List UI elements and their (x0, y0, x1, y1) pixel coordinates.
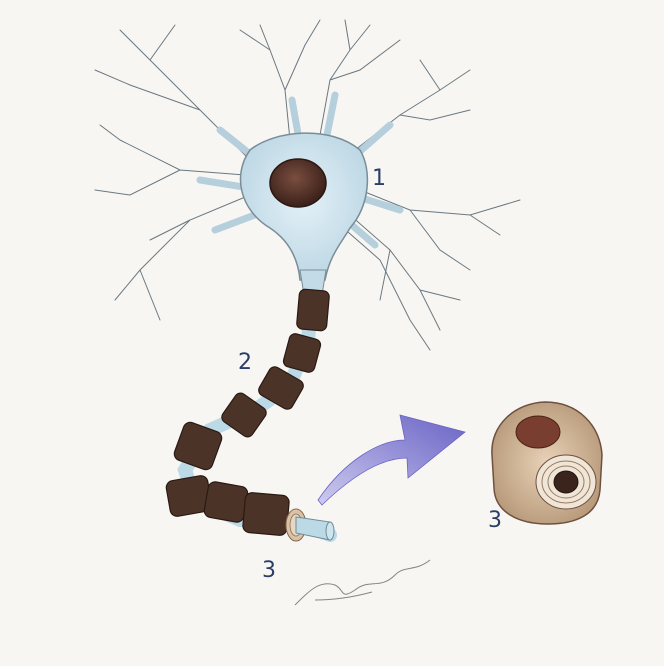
myelin-sheath-segments (165, 289, 329, 536)
arrow (318, 415, 465, 505)
label-myelin-sheath: 2 (238, 350, 252, 375)
artist-signature (295, 560, 430, 605)
label-cross-section: 3 (488, 508, 502, 533)
nucleus (270, 159, 326, 207)
axon-cut-end (286, 509, 334, 541)
label-schwann-cell: 3 (262, 558, 276, 583)
label-cell-body: 1 (372, 166, 386, 191)
cross-section (492, 402, 602, 524)
